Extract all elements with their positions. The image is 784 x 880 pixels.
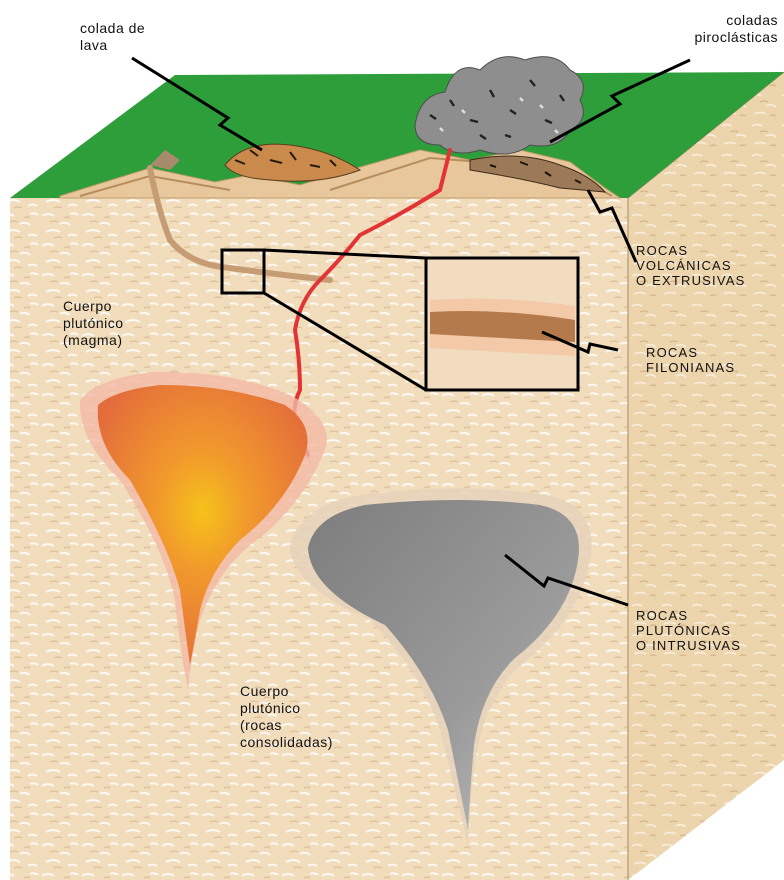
side-face (628, 72, 784, 880)
label-filonian-rocks: ROCAS FILONIANAS (646, 345, 735, 375)
label-plutonic-rocks: ROCAS PLUTÓNICAS O INTRUSIVAS (636, 608, 741, 653)
label-magma-body: Cuerpo plutónico (magma) (63, 298, 124, 349)
label-volcanic-rocks: ROCAS VOLCÁNICAS O EXTRUSIVAS (636, 243, 746, 288)
label-pyroclastic-flows: coladas piroclásticas (618, 12, 778, 46)
label-consolidated-body: Cuerpo plutónico (rocas consolidadas) (240, 683, 333, 751)
pyroclastic-cloud (415, 57, 583, 154)
label-lava-flow: colada de lava (80, 20, 145, 54)
